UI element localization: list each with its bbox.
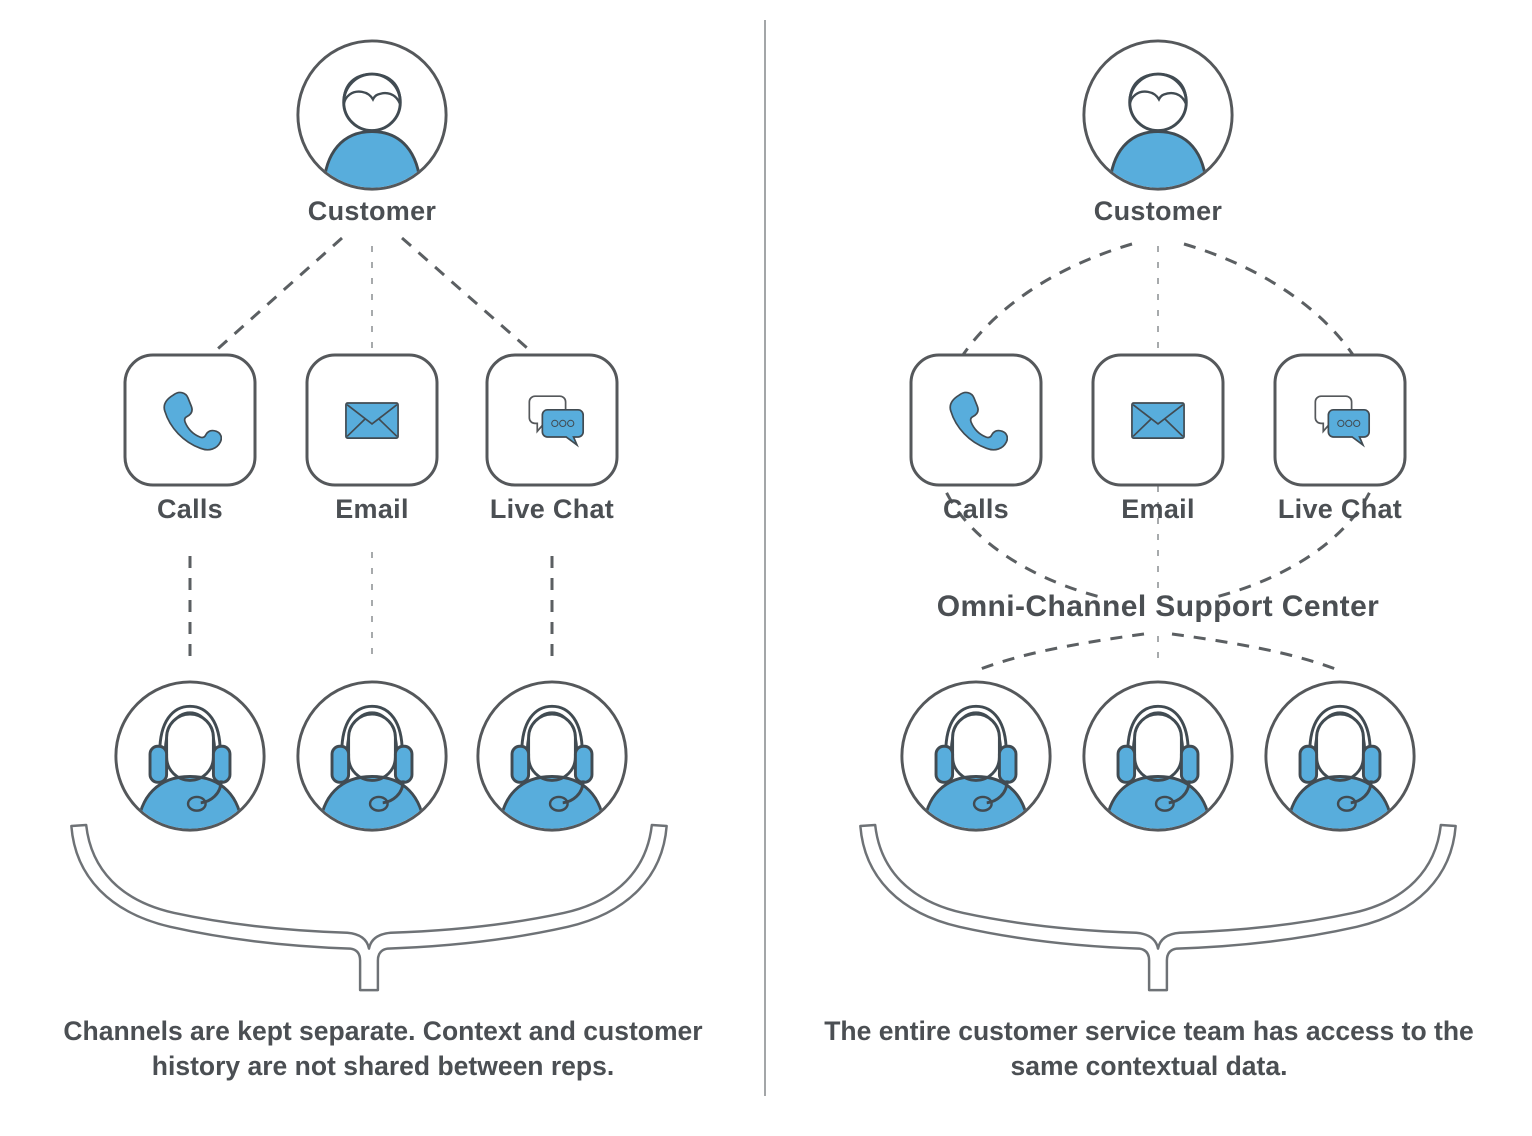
channel-label-calls: Calls [942, 494, 1010, 524]
channel-label-livechat: Live Chat [489, 494, 615, 524]
support-rep-icon [478, 682, 626, 836]
customer-icon [298, 41, 446, 195]
channel-label-livechat: Live Chat [1277, 494, 1403, 524]
support-rep-icon [1266, 682, 1414, 836]
connector-hub-rep-right [1171, 632, 1339, 672]
customer-icon [1084, 41, 1232, 195]
channel-label-email: Email [335, 494, 409, 524]
customer-label: Customer [1093, 196, 1223, 226]
group-brace [859, 823, 1457, 992]
customer-label: Customer [307, 196, 437, 226]
group-brace [70, 823, 668, 992]
right-caption-line2: same contextual data. [1010, 1050, 1288, 1081]
left-caption-line2: history are not shared between reps. [151, 1050, 615, 1081]
panel-divider [764, 20, 766, 1096]
left-panel-graphics [70, 0, 668, 992]
envelope-icon [1131, 402, 1185, 439]
connector-customer-calls [211, 236, 343, 356]
support-rep-icon [298, 682, 446, 836]
calls-tile [909, 353, 1043, 487]
right-caption: The entire customer service team has acc… [766, 1014, 1532, 1084]
calls-tile [123, 353, 257, 487]
right-panel-graphics [859, 0, 1457, 992]
connector-customer-chat [401, 236, 535, 356]
support-rep-icon [1084, 682, 1232, 836]
support-rep-icon [902, 682, 1050, 836]
channel-label-calls: Calls [156, 494, 224, 524]
channel-label-email: Email [1121, 494, 1195, 524]
left-caption: Channels are kept separate. Context and … [0, 1014, 766, 1084]
left-panel: Customer Calls Email Live Chat Channels … [0, 0, 766, 1084]
hub-title: Omni-Channel Support Center [936, 590, 1380, 623]
connector-hub-rep-left [977, 632, 1145, 672]
right-caption-line1: The entire customer service team has acc… [824, 1016, 1474, 1046]
left-caption-line1: Channels are kept separate. Context and … [63, 1016, 703, 1046]
support-rep-icon [116, 682, 264, 836]
envelope-icon [345, 402, 399, 439]
right-panel: Customer Calls Email Live Chat Omni-Chan… [766, 0, 1532, 1136]
